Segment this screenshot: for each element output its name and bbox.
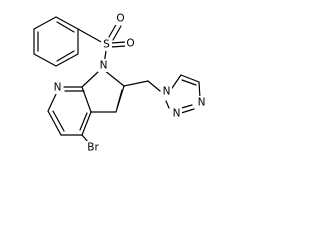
triazole-n2-label: N: [198, 97, 206, 109]
structure-canvas: S O O N N Br N N N: [0, 0, 226, 167]
oxygen-top-atom-label: O: [116, 13, 124, 25]
sulfur-atom-label: S: [103, 39, 110, 51]
pyridine-nitrogen-label: N: [54, 82, 62, 94]
pyridine-ring: [47, 86, 92, 143]
pyrrole-ring: [81, 69, 125, 113]
oxygen-right-atom-label: O: [126, 38, 134, 50]
atom-labels: S O O N N Br N N N: [54, 13, 206, 154]
chemical-structure: S O O N N Br N N N: [33, 12, 207, 154]
methylene-linker: [123, 80, 161, 92]
phenyl-ring: [33, 16, 79, 67]
indole-nitrogen-label: N: [100, 60, 108, 72]
triazole-n3-label: N: [173, 108, 181, 120]
sulfonyl-group: [77, 22, 127, 65]
atom-label-backgrounds: [52, 12, 207, 154]
triazole-n1-label: N: [163, 86, 171, 98]
bromine-atom-label: Br: [87, 142, 99, 154]
